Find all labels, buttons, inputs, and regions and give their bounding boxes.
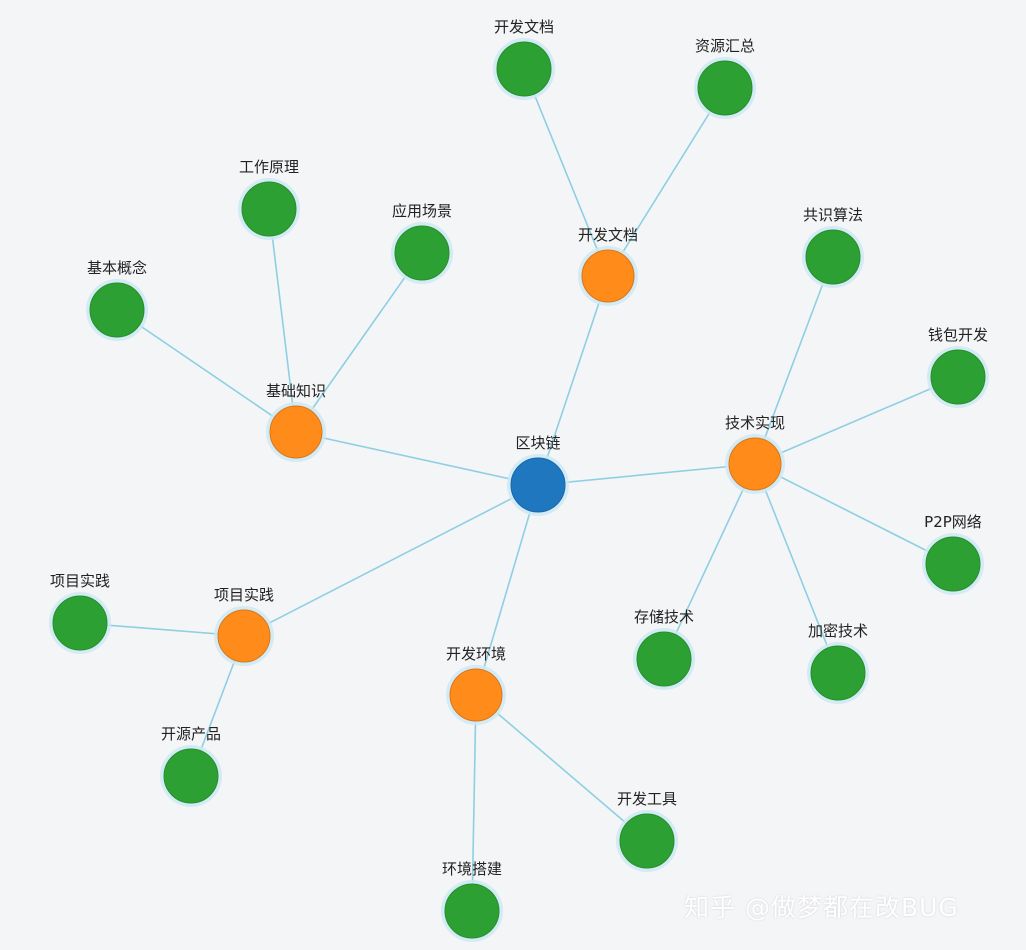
node-label-c_proj: 项目实践 — [214, 586, 274, 604]
node-label-c_basic: 基础知识 — [266, 382, 326, 400]
node-label-l_wallet: 钱包开发 — [928, 326, 988, 344]
edge-c_env-to-l_setup — [471, 694, 477, 912]
node-leaf-l_storage[interactable] — [636, 631, 692, 687]
node-label-l_oss: 开源产品 — [161, 725, 221, 743]
node-leaf-l_p2p[interactable] — [925, 536, 981, 592]
node-label-root: 区块链 — [515, 434, 560, 452]
node-category-c_basic[interactable] — [269, 405, 323, 459]
node-leaf-l_proj[interactable] — [52, 595, 108, 651]
node-label-l_scenario: 应用场景 — [392, 202, 452, 220]
node-category-c_env[interactable] — [449, 668, 503, 722]
node-category-c_tech[interactable] — [728, 437, 782, 491]
edge-c_tech-to-l_p2p — [754, 463, 954, 565]
node-leaf-l_oss[interactable] — [163, 748, 219, 804]
node-label-l_concept: 基本概念 — [87, 259, 147, 277]
node-label-l_resource: 资源汇总 — [695, 37, 755, 55]
node-label-l_crypto: 加密技术 — [808, 622, 868, 640]
edge-root-to-c_tech — [537, 463, 756, 486]
edge-c_basic-to-l_concept — [116, 309, 297, 433]
node-label-l_devdoc: 开发文档 — [494, 18, 554, 36]
edge-root-to-c_devdoc — [537, 275, 609, 486]
edges-layer — [79, 68, 959, 912]
node-leaf-l_crypto[interactable] — [810, 645, 866, 701]
watermark: 知乎 @做梦都在改BUG — [684, 893, 959, 922]
node-label-l_setup: 环境搭建 — [442, 860, 502, 878]
node-label-l_p2p: P2P网络 — [924, 513, 982, 531]
edge-c_devdoc-to-l_resource — [607, 87, 726, 277]
node-leaf-l_wallet[interactable] — [930, 349, 986, 405]
edge-c_tech-to-l_crypto — [754, 463, 839, 674]
node-leaf-l_devdoc[interactable] — [496, 41, 552, 97]
edge-c_tech-to-l_consensus — [754, 256, 834, 465]
node-category-c_proj[interactable] — [217, 609, 271, 663]
node-label-c_env: 开发环境 — [446, 645, 506, 663]
node-label-l_storage: 存储技术 — [634, 608, 694, 626]
node-category-c_devdoc[interactable] — [581, 249, 635, 303]
node-leaf-l_consensus[interactable] — [805, 229, 861, 285]
node-leaf-l_tools[interactable] — [619, 813, 675, 869]
nodes-layer — [49, 38, 989, 942]
node-leaf-l_resource[interactable] — [697, 60, 753, 116]
edge-c_env-to-l_tools — [475, 694, 648, 842]
node-label-c_devdoc: 开发文档 — [578, 226, 638, 244]
labels-layer: 区块链基础知识开发文档技术实现开发环境项目实践基本概念工作原理应用场景开发文档资… — [50, 18, 988, 878]
edge-c_tech-to-l_wallet — [754, 376, 959, 465]
node-label-l_consensus: 共识算法 — [803, 206, 863, 224]
node-label-l_proj: 项目实践 — [50, 572, 110, 590]
node-leaf-l_scenario[interactable] — [394, 225, 450, 281]
edge-root-to-c_basic — [295, 431, 539, 486]
node-label-l_tools: 开发工具 — [617, 790, 677, 808]
node-label-l_principle: 工作原理 — [239, 158, 299, 176]
edge-c_devdoc-to-l_devdoc — [523, 68, 609, 277]
edge-root-to-c_proj — [243, 484, 539, 637]
node-leaf-l_concept[interactable] — [89, 282, 145, 338]
node-root-root[interactable] — [510, 457, 566, 513]
edge-root-to-c_env — [475, 484, 539, 696]
node-leaf-l_principle[interactable] — [241, 181, 297, 237]
edge-c_tech-to-l_storage — [663, 463, 756, 660]
node-leaf-l_setup[interactable] — [444, 883, 500, 939]
edge-c_basic-to-l_principle — [268, 208, 297, 433]
edge-c_basic-to-l_scenario — [295, 252, 423, 433]
node-label-c_tech: 技术实现 — [725, 414, 785, 432]
